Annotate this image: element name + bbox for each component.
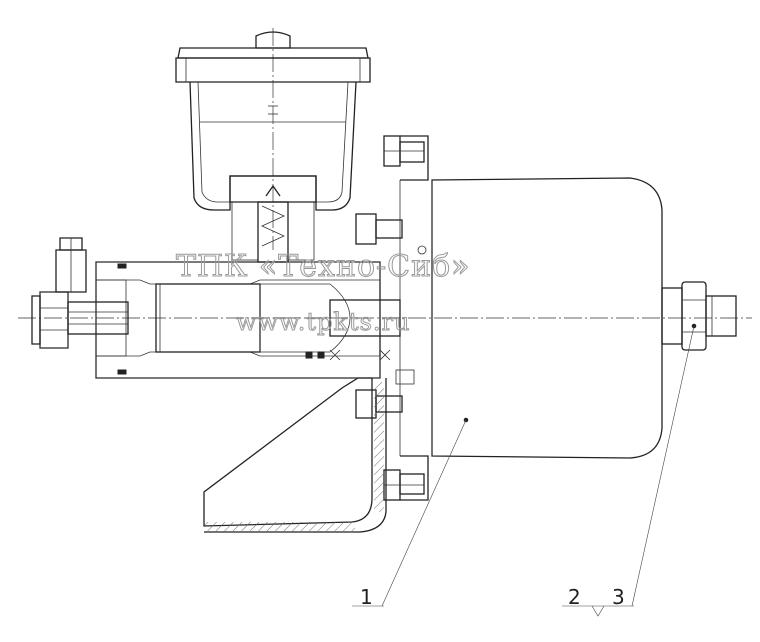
outlet-fitting bbox=[31, 237, 129, 349]
top-bolt bbox=[383, 135, 425, 167]
vent-hole bbox=[417, 245, 427, 255]
callout-label-2: 2 bbox=[568, 585, 581, 609]
fluid-reservoir bbox=[175, 31, 371, 263]
watermark-website: www.tpkts.ru bbox=[236, 308, 410, 336]
watermark-company: ТПК «Техно-Сиб» bbox=[176, 249, 471, 284]
clip bbox=[395, 369, 415, 385]
watermark: ТПК «Техно-Сиб» www.tpkts.ru bbox=[176, 249, 471, 337]
mounting-bracket bbox=[203, 377, 387, 533]
callout-2-3: 2 3 bbox=[562, 323, 697, 617]
bottom-bolt bbox=[383, 469, 425, 501]
callout-label-3: 3 bbox=[612, 585, 625, 609]
callout-1: 1 bbox=[352, 417, 469, 609]
callout-label-1: 1 bbox=[360, 585, 373, 609]
mid-bolt-upper bbox=[355, 213, 403, 245]
